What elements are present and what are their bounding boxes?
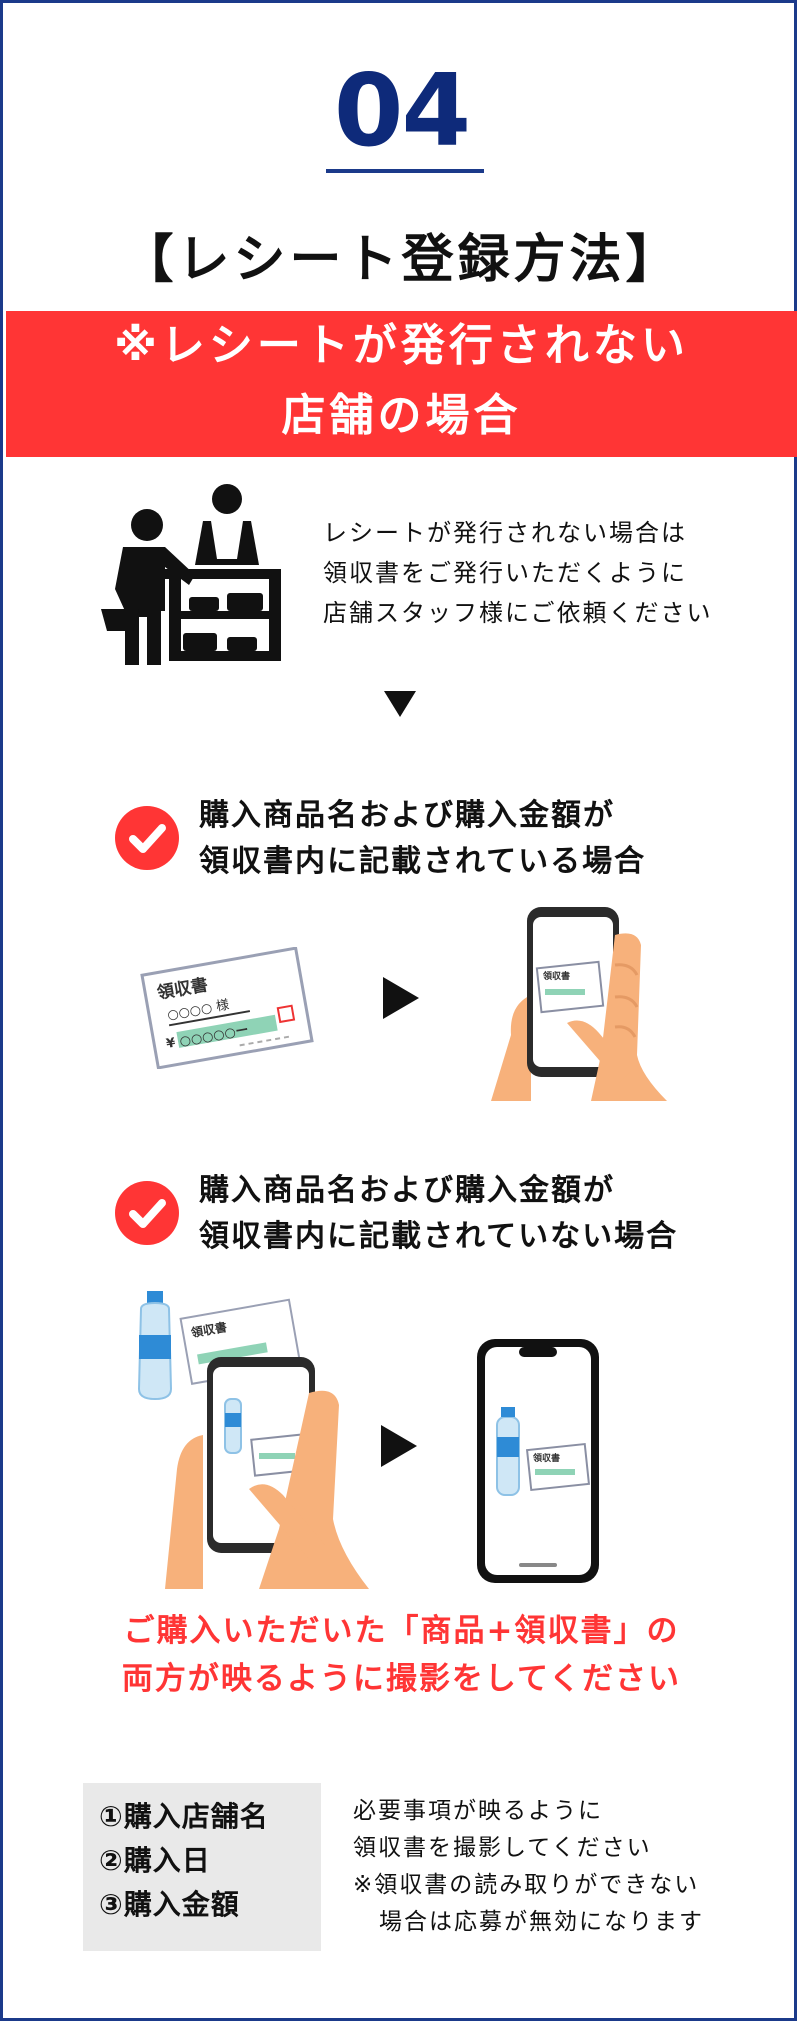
photo-instruction-line-2: 両方が映るように撮影をしてください (121, 1661, 682, 1697)
result-receipt-title-text: 領収書 (533, 1452, 560, 1464)
section-1-heading: 購入商品名および購入金額が 領収書内に記載されている場合 (199, 793, 646, 885)
product-and-receipt-photo-illustration: 領収書 (137, 1291, 369, 1589)
requirement-note: 必要事項が映るように 領収書を撮影してください ※領収書の読み取りができない 場… (353, 1793, 704, 1941)
check-circle-icon (115, 1181, 179, 1245)
receipt-title-text: 領収書 (189, 1319, 228, 1340)
photo-instruction: ご購入いただいた「商品+領収書」の 両方が映るように撮影をしてください (3, 1607, 797, 1703)
required-item: ②購入日 (99, 1844, 211, 1877)
photo-instruction-line-1: ご購入いただいた「商品+領収書」の (123, 1613, 680, 1649)
note-line-4: 場合は応募が無効になります (379, 1909, 704, 1935)
arrow-right-icon (383, 977, 419, 1019)
intro-text: レシートが発行されない場合は 領収書をご発行いただくように 店舗スタッフ様にご依… (323, 513, 713, 633)
phone-photo-receipt-illustration: 領収書 (491, 907, 667, 1101)
section-1-line-2: 領収書内に記載されている場合 (199, 844, 647, 879)
intro-line-2: 領収書をご発行いただくように (323, 559, 687, 587)
page-title: 【レシート登録方法】 (121, 230, 682, 290)
step-number-underline (326, 169, 484, 173)
note-line-3: ※領収書の読み取りができない (353, 1872, 700, 1898)
check-circle-icon (115, 806, 179, 870)
intro-line-1: レシートが発行されない場合は (323, 519, 687, 547)
section-2-heading: 購入商品名および購入金額が 領収書内に記載されていない場合 (199, 1168, 678, 1260)
captured-photo-phone-illustration: 領収書 (477, 1339, 599, 1583)
note-line-2: 領収書を撮影してください (353, 1835, 652, 1861)
notice-banner-line-2: 店舗の場合 (281, 390, 522, 441)
notice-banner-line-1: ※レシートが発行されない (114, 320, 689, 371)
section-2-line-2: 領収書内に記載されていない場合 (199, 1219, 679, 1254)
section-1-line-1: 購入商品名および購入金額が (199, 798, 615, 833)
required-item: ③購入金額 (99, 1888, 240, 1921)
step-number: 04 (333, 52, 471, 169)
required-items-list: ①購入店舗名 ②購入日 ③購入金額 (99, 1795, 269, 1927)
receipt-illustration: 領収書 ○○○○ 様 ¥ ○○○○○ー (140, 947, 314, 1069)
shop-staff-icon (101, 484, 281, 665)
note-line-1: 必要事項が映るように (353, 1798, 603, 1824)
required-item: ①購入店舗名 (99, 1800, 269, 1833)
intro-line-3: 店舗スタッフ様にご依頼ください (323, 599, 713, 627)
arrow-right-icon (381, 1425, 417, 1467)
section-2-line-1: 購入商品名および購入金額が (199, 1173, 615, 1208)
required-items-box (83, 1783, 321, 1951)
phone-receipt-title-text: 領収書 (543, 970, 570, 982)
down-arrow-icon (384, 691, 416, 717)
notice-banner: ※レシートが発行されない 店舗の場合 (6, 311, 797, 457)
